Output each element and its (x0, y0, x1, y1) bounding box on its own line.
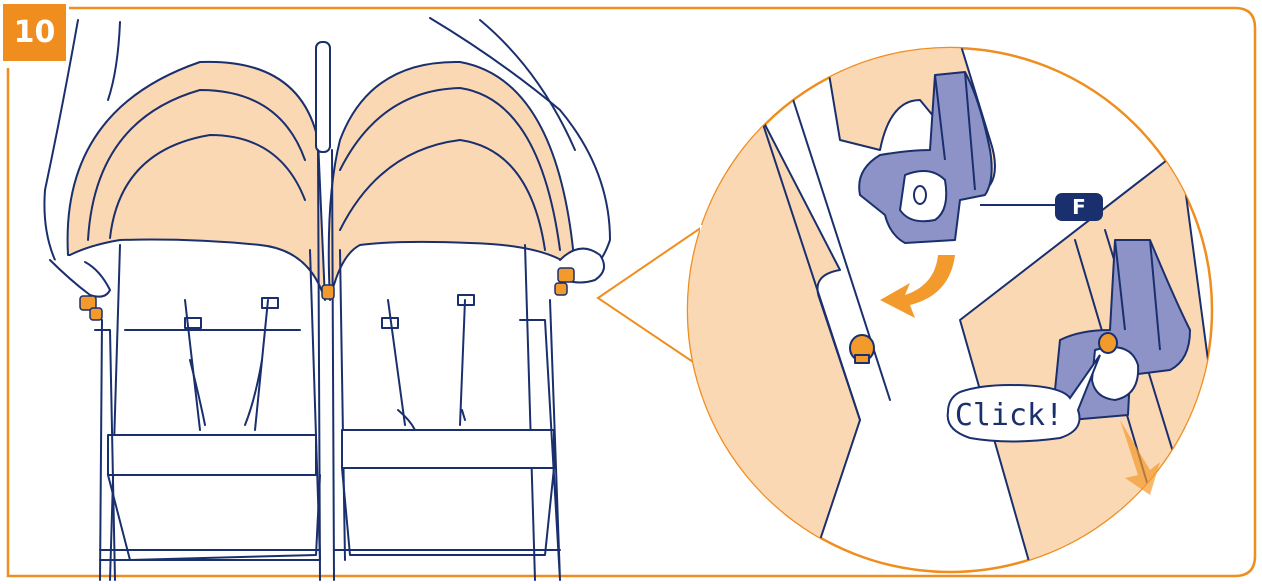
click-callout-text: Click! (946, 392, 1072, 438)
part-label-f: F (1055, 193, 1103, 221)
left-canopy (68, 62, 325, 300)
step-number-badge: 10 (3, 4, 69, 64)
canopy-clip-icon (80, 268, 574, 320)
right-canopy (329, 62, 575, 300)
